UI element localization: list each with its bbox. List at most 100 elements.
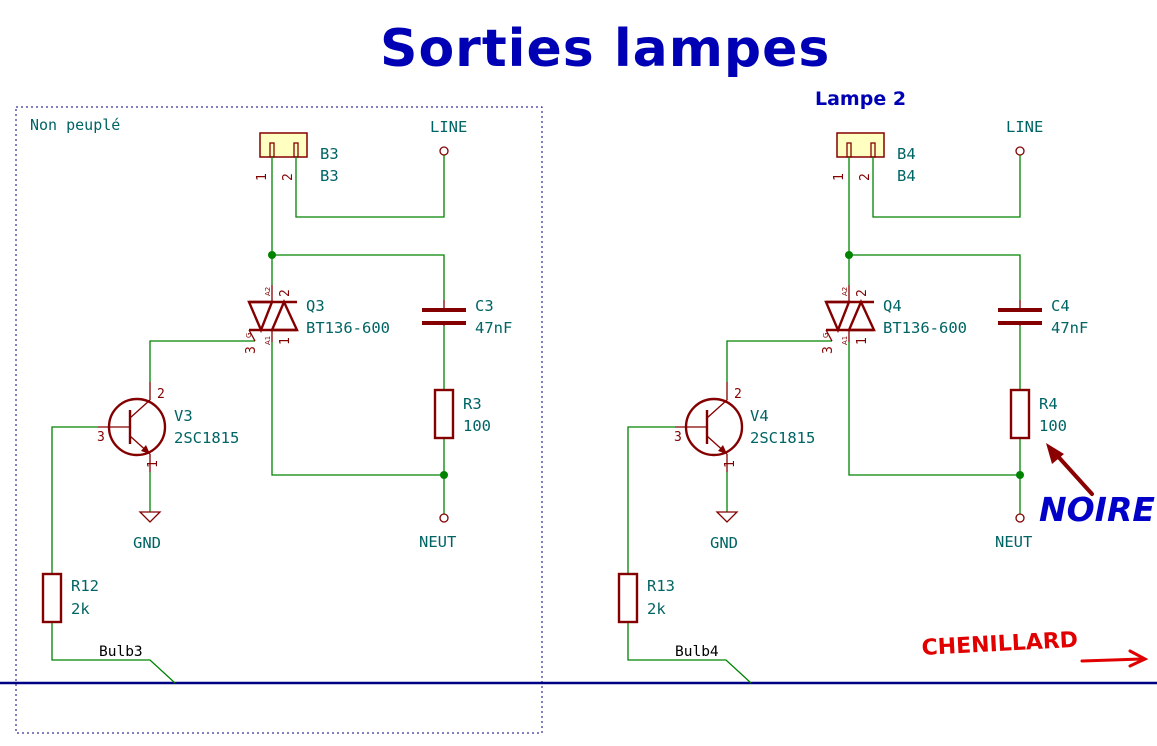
resistor-r12 — [41, 572, 63, 624]
resistor-r13 — [617, 572, 639, 624]
ground-symbol — [715, 511, 739, 523]
wire — [295, 155, 445, 218]
neut-net-label: NEUT — [419, 533, 456, 551]
chenillard-annotation: CHENILLARD — [921, 628, 1149, 668]
resistor-r4 — [1009, 388, 1031, 440]
v4-ref: V4 — [750, 407, 769, 425]
triac-q4 — [824, 285, 876, 342]
ground-symbol — [138, 511, 162, 523]
group-note: Non peuplé — [30, 116, 120, 134]
connector-b3 — [259, 132, 308, 158]
pin-name: A1 — [841, 336, 849, 345]
pin-name: G — [245, 333, 253, 338]
r4-ref: R4 — [1039, 395, 1058, 413]
c4-ref: C4 — [1051, 297, 1070, 315]
b4-ref: B4 — [897, 145, 916, 163]
wire — [51, 426, 98, 574]
transistor-v3 — [98, 382, 167, 472]
b4-value: B4 — [897, 167, 916, 185]
wire — [849, 254, 1021, 300]
pin-label: 2 — [157, 387, 165, 402]
r13-ref: R13 — [647, 577, 675, 595]
gnd-net-label: GND — [133, 534, 161, 552]
pin-label: 1 — [146, 460, 161, 468]
pin-name: A2 — [264, 287, 272, 296]
chenillard-arrow — [1080, 657, 1144, 663]
v3-ref: V3 — [174, 407, 193, 425]
wire — [271, 342, 444, 476]
unpopulated-group-box — [15, 106, 543, 734]
line-terminal — [439, 146, 449, 156]
c3-ref: C3 — [475, 297, 494, 315]
wire — [627, 426, 675, 574]
q3-value: BT136-600 — [306, 319, 390, 337]
line-net-label: LINE — [430, 118, 467, 136]
pin-label: 2 — [858, 173, 873, 181]
neut-net-label: NEUT — [995, 533, 1032, 551]
wire — [872, 155, 1021, 218]
capacitor-c4 — [998, 300, 1042, 326]
q4-ref: Q4 — [883, 297, 902, 315]
noire-annotation: NOIRE — [1039, 443, 1155, 529]
v4-value: 2SC1815 — [750, 429, 815, 447]
v3-value: 2SC1815 — [174, 429, 239, 447]
c4-value: 47nF — [1051, 319, 1088, 337]
bulb3-label: Bulb3 — [99, 644, 143, 660]
connector-b4 — [836, 132, 885, 158]
arrow-head — [1046, 443, 1064, 464]
line-net-label: LINE — [1006, 118, 1043, 136]
resistor-r3 — [433, 388, 455, 440]
neut-terminal — [1015, 513, 1025, 523]
pin-label: 2 — [278, 289, 293, 297]
q4-value: BT136-600 — [883, 319, 967, 337]
pin-label: 1 — [278, 337, 293, 345]
gnd-net-label: GND — [710, 534, 738, 552]
junction-dot — [1016, 471, 1024, 479]
chenillard-arrow-head — [1128, 649, 1149, 668]
wire — [149, 340, 255, 382]
triac-q3 — [247, 285, 299, 342]
wire — [848, 342, 1020, 476]
chenillard-note: CHENILLARD — [921, 628, 1079, 661]
line-terminal — [1015, 146, 1025, 156]
r3-ref: R3 — [463, 395, 482, 413]
b3-value: B3 — [320, 167, 339, 185]
left-circuit: B3 B3 1 2 LINE 2 1 3 — [41, 118, 512, 684]
pin-name: A2 — [841, 287, 849, 296]
page-title: Sorties lampes — [380, 19, 830, 79]
pin-label: 3 — [97, 430, 105, 445]
pin-label: 2 — [734, 387, 742, 402]
q3-ref: Q3 — [306, 297, 325, 315]
pin-label: 3 — [674, 430, 682, 445]
junction-dot — [845, 251, 853, 259]
pin-name: A1 — [264, 336, 272, 345]
pin-label: 1 — [855, 337, 870, 345]
annotation-arrow — [1052, 450, 1094, 496]
noire-note: NOIRE — [1039, 490, 1155, 529]
bulb4-label: Bulb4 — [675, 644, 719, 660]
pin-label: 1 — [832, 173, 847, 181]
capacitor-c3 — [422, 300, 466, 326]
lampe-label: Lampe 2 — [815, 88, 906, 110]
r12-ref: R12 — [71, 577, 99, 595]
right-circuit: B4 B4 1 2 LINE 2 1 3 A2 A1 G — [617, 118, 1088, 684]
pin-name: G — [822, 333, 830, 338]
pin-label: 1 — [723, 460, 738, 468]
neut-terminal — [439, 513, 449, 523]
r13-value: 2k — [647, 600, 666, 618]
pin-label: 2 — [855, 289, 870, 297]
c3-value: 47nF — [475, 319, 512, 337]
wire — [51, 622, 176, 684]
b3-ref: B3 — [320, 145, 339, 163]
junction-dot — [268, 251, 276, 259]
wire — [627, 622, 752, 684]
wire — [726, 340, 832, 382]
pin-label: 2 — [281, 173, 296, 181]
junction-dot — [440, 471, 448, 479]
pin-label: 3 — [821, 346, 836, 354]
wire — [272, 254, 445, 300]
transistor-v4 — [675, 382, 744, 472]
pin-label: 1 — [255, 173, 270, 181]
pin-label: 3 — [244, 346, 259, 354]
